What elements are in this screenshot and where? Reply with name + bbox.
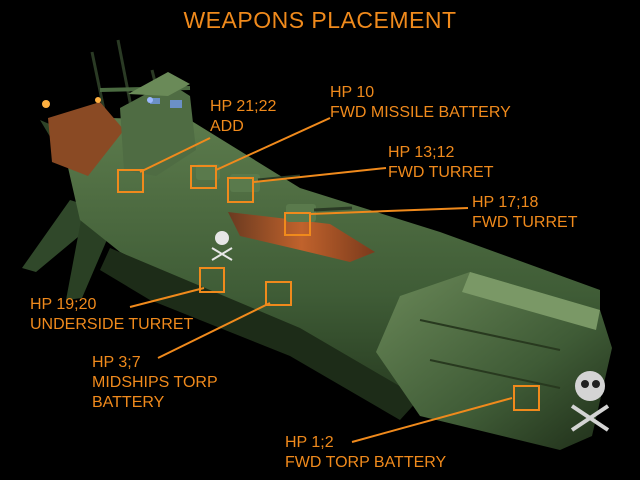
hardpoint-marker-hp-17-18	[284, 212, 311, 236]
hardpoint-description: ADD	[210, 118, 244, 135]
hardpoint-description: FWD TORP BATTERY	[285, 454, 447, 471]
hardpoint-id: HP 1;2	[285, 434, 334, 451]
hardpoint-id: HP 19;20	[30, 296, 97, 313]
hardpoint-label-hp-10: HP 10 FWD MISSILE BATTERY	[330, 83, 511, 123]
hardpoint-description: FWD TURRET	[388, 164, 494, 181]
hardpoint-description: MIDSHIPS TORP	[92, 374, 218, 391]
hardpoint-id: HP 10	[330, 84, 375, 101]
hardpoint-id: HP 3;7	[92, 354, 141, 371]
hardpoint-marker-hp-21-22	[117, 169, 144, 193]
hardpoint-marker-hp-19-20	[199, 267, 225, 293]
hardpoint-description: BATTERY	[92, 394, 165, 411]
hardpoint-id: HP 17;18	[472, 194, 539, 211]
page-title: WEAPONS PLACEMENT	[183, 7, 457, 33]
hardpoint-marker-hp-13-12	[227, 177, 254, 203]
hardpoint-description: FWD TURRET	[472, 214, 578, 231]
hardpoint-description: FWD MISSILE BATTERY	[330, 104, 511, 121]
hardpoint-marker-hp-1-2	[513, 385, 540, 411]
hardpoint-marker-hp-3-7	[265, 281, 292, 306]
hardpoint-marker-hp-10	[190, 165, 217, 189]
hardpoint-id: HP 13;12	[388, 144, 455, 161]
hardpoint-description: UNDERSIDE TURRET	[30, 316, 194, 333]
hardpoint-id: HP 21;22	[210, 98, 277, 115]
